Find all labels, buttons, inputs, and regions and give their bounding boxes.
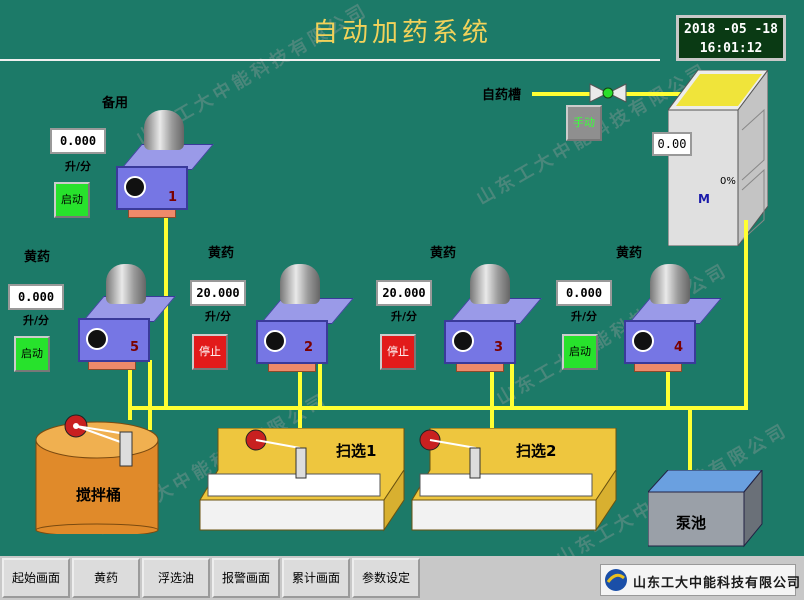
flow-value: 0.000 [8, 284, 64, 310]
pump-header: 黄药 [208, 246, 235, 261]
motor-can [470, 264, 510, 304]
pipe-p3 [490, 362, 494, 432]
watermark: 山东工大中能科技有限公司 [493, 259, 733, 410]
pump-number: 3 [494, 340, 504, 355]
start-button[interactable]: 启动 [562, 334, 598, 370]
pump-motor[interactable] [78, 318, 150, 362]
start-button[interactable]: 启动 [54, 182, 90, 218]
self-tank-label: 自药槽 [482, 88, 522, 103]
pump-motor[interactable] [624, 320, 696, 364]
valve-icon[interactable] [588, 80, 628, 106]
scan1-label: 扫选1 [336, 442, 377, 460]
pump-motor[interactable] [116, 166, 188, 210]
mixer-label: 搅拌桶 [76, 486, 122, 504]
stop-button[interactable]: 停止 [380, 334, 416, 370]
nav-accumulate[interactable]: 累计画面 [282, 558, 350, 598]
manual-button[interactable]: 手动 [566, 105, 602, 141]
pipe-pool [688, 406, 692, 478]
pipe-p4 [666, 362, 670, 410]
flotation-cell-2 [411, 428, 617, 532]
pump-number: 4 [674, 340, 684, 355]
motor-dial-icon [124, 176, 146, 198]
time-text: 16:01:12 [699, 41, 763, 56]
tank-level-value: 0.00 [652, 132, 692, 156]
flow-value: 20.000 [190, 280, 246, 306]
pump-header: 黄药 [430, 246, 457, 261]
pump-number: 1 [168, 190, 178, 205]
nav-alarm[interactable]: 报警画面 [212, 558, 280, 598]
self-medicine-tank [668, 70, 768, 246]
datetime-display: 2018 -05 -18 16:01:12 [676, 15, 786, 61]
flow-value: 0.000 [50, 128, 106, 154]
pipe-right [744, 220, 748, 410]
pump-header: 备用 [102, 96, 129, 111]
scan2-label: 扫选2 [516, 442, 557, 460]
mixer-tank [35, 414, 159, 534]
flow-value: 0.000 [556, 280, 612, 306]
pump-header: 黄药 [24, 250, 51, 265]
page-title: 自动加药系统 [311, 18, 492, 48]
flow-value: 20.000 [376, 280, 432, 306]
nav-flotation-oil[interactable]: 浮选油 [142, 558, 210, 598]
motor-dial-icon [632, 330, 654, 352]
pipe-p2 [298, 362, 302, 432]
pool-label: 泵池 [676, 514, 707, 532]
motor-dial-icon [86, 328, 108, 350]
company-logo: 山东工大中能科技有限公司 [600, 564, 800, 596]
flow-unit: 升/分 [64, 160, 92, 173]
motor-dial-icon [264, 330, 286, 352]
logo-text: 山东工大中能科技有限公司 [633, 576, 802, 591]
pipe-p2b [318, 362, 322, 410]
pipe-p5b [148, 360, 152, 430]
flow-unit: 升/分 [390, 310, 418, 323]
flow-unit: 升/分 [22, 314, 50, 327]
pipe-p3b [510, 362, 514, 410]
date-text: 2018 -05 -18 [684, 22, 778, 37]
flotation-cell-1 [199, 428, 405, 532]
pipe-spare [164, 208, 168, 408]
motor-can [106, 264, 146, 304]
nav-params[interactable]: 参数设定 [352, 558, 420, 598]
flow-unit: 升/分 [570, 310, 598, 323]
pump-motor[interactable] [256, 320, 328, 364]
motor-can [280, 264, 320, 304]
nav-start-screen[interactable]: 起始画面 [2, 558, 70, 598]
pump-header: 黄药 [616, 246, 643, 261]
pump-number: 2 [304, 340, 314, 355]
tank-percent: 0% [720, 176, 736, 187]
title-divider [0, 59, 660, 61]
pump-pool [648, 470, 763, 548]
stop-button[interactable]: 停止 [192, 334, 228, 370]
logo-icon [605, 569, 627, 591]
pump-motor[interactable] [444, 320, 516, 364]
start-button[interactable]: 启动 [14, 336, 50, 372]
pipe-p5 [128, 360, 132, 420]
motor-can [650, 264, 690, 304]
pump-number: 5 [130, 340, 140, 355]
flow-unit: 升/分 [204, 310, 232, 323]
pipe-main [128, 406, 748, 410]
tank-mark: M [698, 192, 710, 206]
nav-xanthate[interactable]: 黄药 [72, 558, 140, 598]
motor-dial-icon [452, 330, 474, 352]
motor-can [144, 110, 184, 150]
